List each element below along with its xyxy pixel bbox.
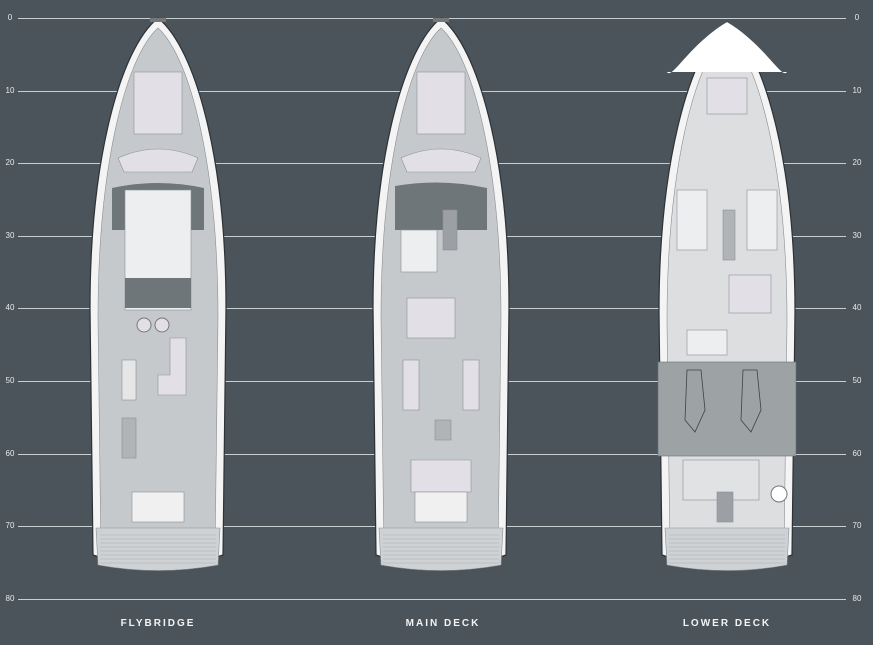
engine-room [657,361,797,457]
dining-table [406,297,456,339]
lower-deck-label: LOWER DECK [682,618,772,629]
scale-tick-right: 30 [852,230,862,240]
bow-sunpad [416,71,466,135]
bow-anchor [150,18,166,22]
bow-seating [117,148,199,173]
vip-bed [706,77,748,115]
scale-tick-right: 60 [852,448,862,458]
aft-deck-cushion [131,491,185,523]
swim-platform [378,527,504,571]
flybridge-stairs [121,417,137,459]
cockpit-sofa [410,459,472,493]
aft-deck-cushion [414,491,468,523]
wet-bar [121,359,137,401]
scale-tick-right: 10 [852,85,862,95]
scale-tick-left: 10 [5,85,15,95]
salon-sofa [462,359,480,411]
crew-stairs [716,491,734,523]
forepeak [667,22,787,74]
galley [400,229,438,273]
swim-platform [664,527,790,571]
main-stairs [442,209,458,251]
main-deck-label: MAIN DECK [405,618,481,629]
engine-starboard [740,369,762,433]
scale-tick-left: 40 [5,303,15,313]
scale-tick-left: 20 [5,158,15,168]
washbasin [770,485,788,503]
swim-platform [95,527,221,571]
scale-tick-right: 40 [852,303,862,313]
salon-sofa [402,359,420,411]
scale-tick-left: 60 [5,448,15,458]
bow-sunpad [133,71,183,135]
lower-deck-plan [657,21,797,571]
flybridge-label: FLYBRIDGE [120,618,196,629]
main-deck-plan [372,17,510,571]
master-bed [728,274,772,314]
scale-line [18,18,846,19]
windshield [395,182,487,230]
sunroof [125,278,191,308]
lower-stairs [722,209,736,261]
scale-tick-left: 30 [5,230,15,240]
scale-tick-right: 20 [852,158,862,168]
scale-tick-right: 0 [854,13,860,22]
scale-tick-right: 70 [852,521,862,531]
master-bathroom [686,329,728,356]
scale-tick-left: 50 [5,376,15,385]
bow-seating [400,148,482,173]
scale-tick-right: 50 [852,376,862,385]
guest-cabin-starboard [746,189,778,251]
scale-tick-left: 80 [5,593,15,603]
scale-tick-left: 70 [5,521,15,531]
helm-seat [136,317,152,333]
scale-tick-left: 0 [7,13,13,22]
flybridge-sofa [157,337,187,396]
scale-line [18,598,846,600]
bow-anchor [433,18,449,22]
guest-cabin-port [676,189,708,251]
helm-seat [154,317,170,333]
aft-door [434,419,452,441]
engine-port [684,369,706,433]
scale-tick-right: 80 [852,593,862,603]
flybridge-plan [89,17,227,571]
